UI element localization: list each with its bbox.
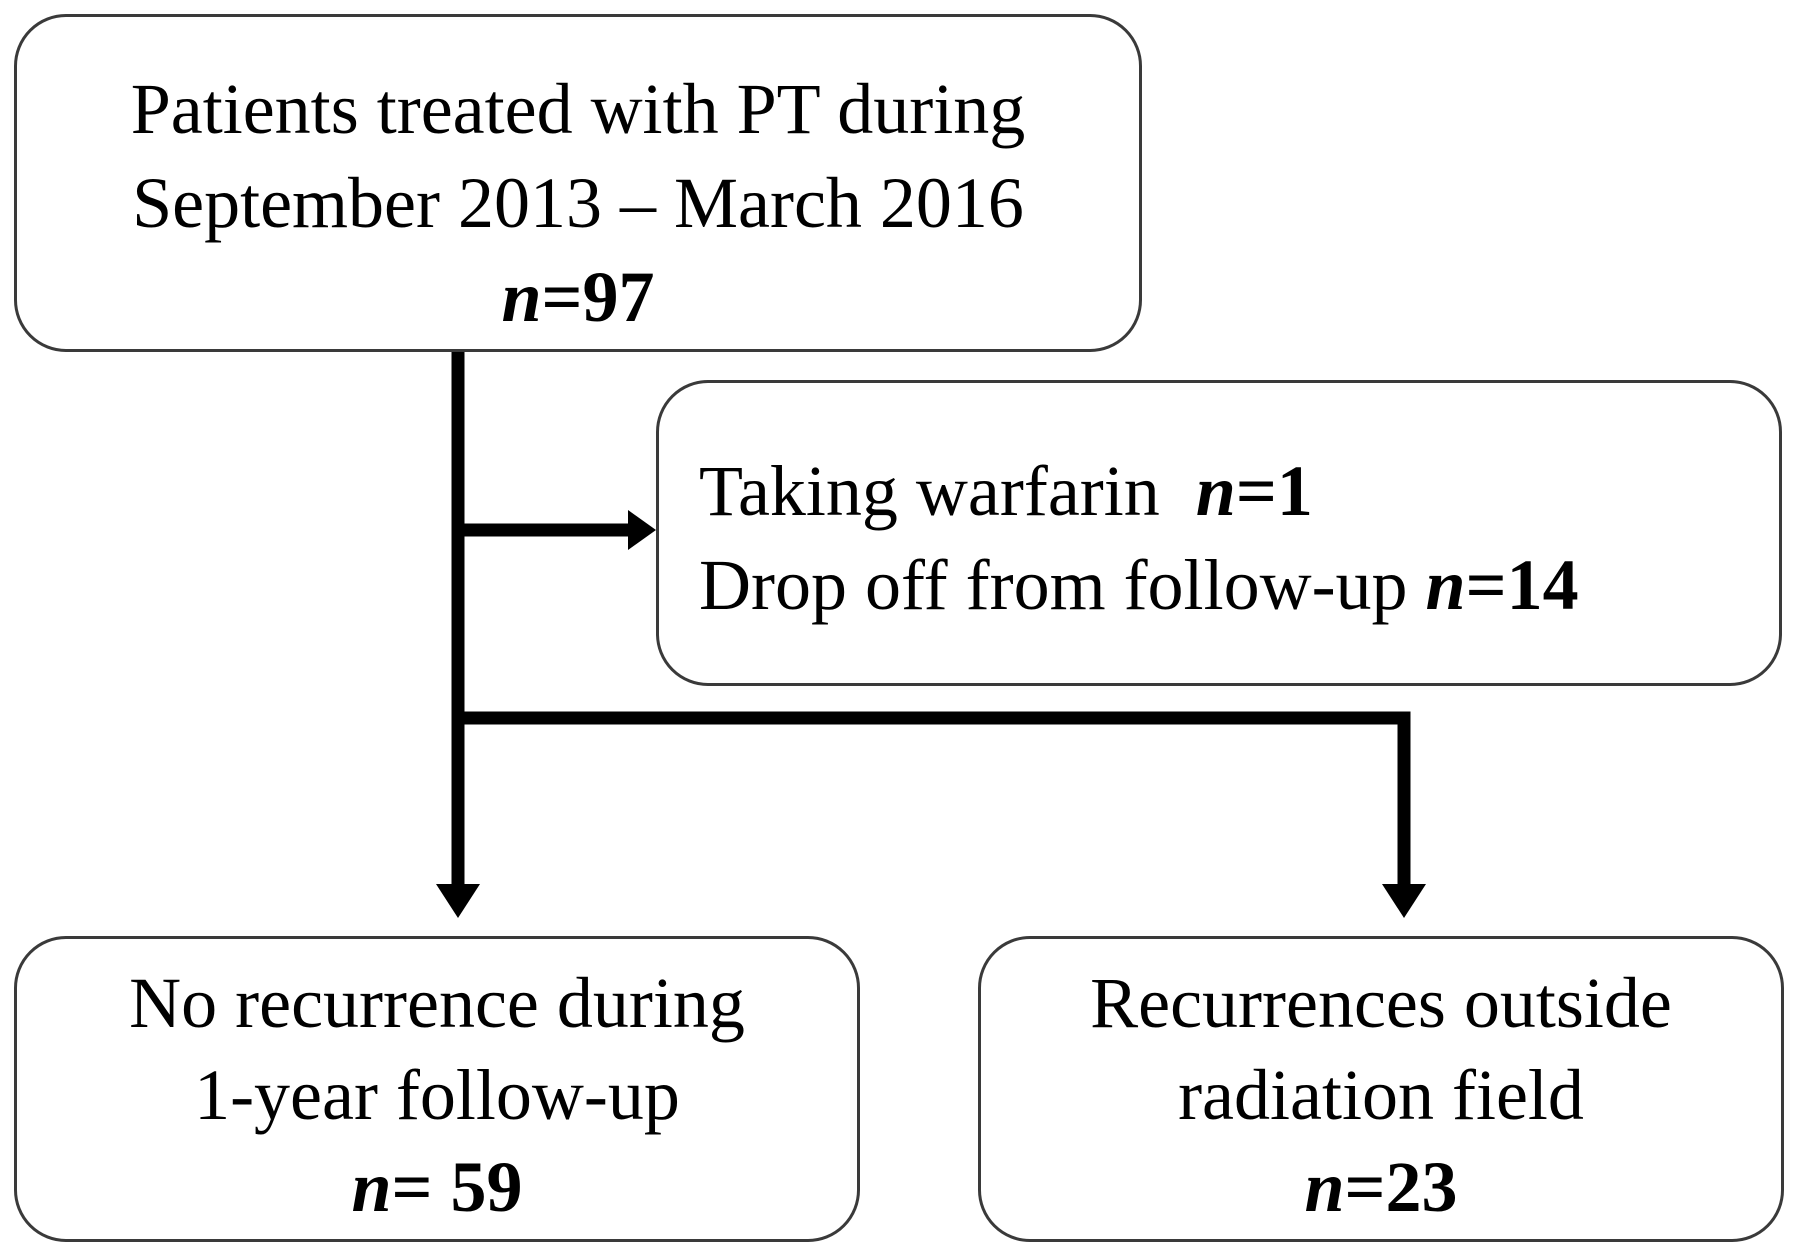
recurrence-outside-line-1: Recurrences outside xyxy=(1090,963,1672,1043)
enrolled-count: n=97 xyxy=(17,261,1139,333)
n-symbol: n xyxy=(1195,451,1236,531)
arrowhead-down-left xyxy=(436,884,480,918)
n-symbol: n xyxy=(1425,545,1466,625)
no-recurrence-box: No recurrence during 1-year follow-up n=… xyxy=(14,936,860,1242)
excluded-item-warfarin: Taking warfarin n=1 xyxy=(699,455,1313,527)
excluded-item-dropoff: Drop off from follow-up n=14 xyxy=(699,549,1579,621)
recurrence-outside-box: Recurrences outside radiation field n=23 xyxy=(978,936,1784,1242)
excluded-item-warfarin-count: =1 xyxy=(1235,451,1313,531)
n-symbol: n xyxy=(1304,1147,1345,1227)
excluded-box: Taking warfarin n=1 Drop off from follow… xyxy=(656,380,1782,686)
excluded-item-dropoff-text: Drop off from follow-up xyxy=(699,545,1408,625)
arrowhead-right xyxy=(628,510,656,550)
no-recurrence-count: n= 59 xyxy=(17,1151,857,1223)
no-recurrence-line-2: 1-year follow-up xyxy=(194,1055,680,1135)
no-recurrence-count-value: = 59 xyxy=(391,1147,523,1227)
recurrence-outside-count-value: =23 xyxy=(1344,1147,1458,1227)
recurrence-outside-count: n=23 xyxy=(981,1151,1781,1223)
enrolled-box: Patients treated with PT during Septembe… xyxy=(14,14,1142,352)
enrolled-line-2: September 2013 – March 2016 xyxy=(132,163,1024,243)
n-symbol: n xyxy=(351,1147,392,1227)
enrolled-line-1: Patients treated with PT during xyxy=(130,69,1026,149)
excluded-item-dropoff-count: =14 xyxy=(1465,545,1579,625)
n-symbol: n xyxy=(501,257,542,337)
recurrence-branch-line xyxy=(458,711,1411,888)
arrowhead-down-right xyxy=(1382,884,1426,918)
no-recurrence-line-1: No recurrence during xyxy=(129,963,745,1043)
recurrence-outside-line-2: radiation field xyxy=(1178,1055,1584,1135)
enrolled-count-value: =97 xyxy=(541,257,655,337)
excluded-item-warfarin-text: Taking warfarin xyxy=(699,451,1160,531)
